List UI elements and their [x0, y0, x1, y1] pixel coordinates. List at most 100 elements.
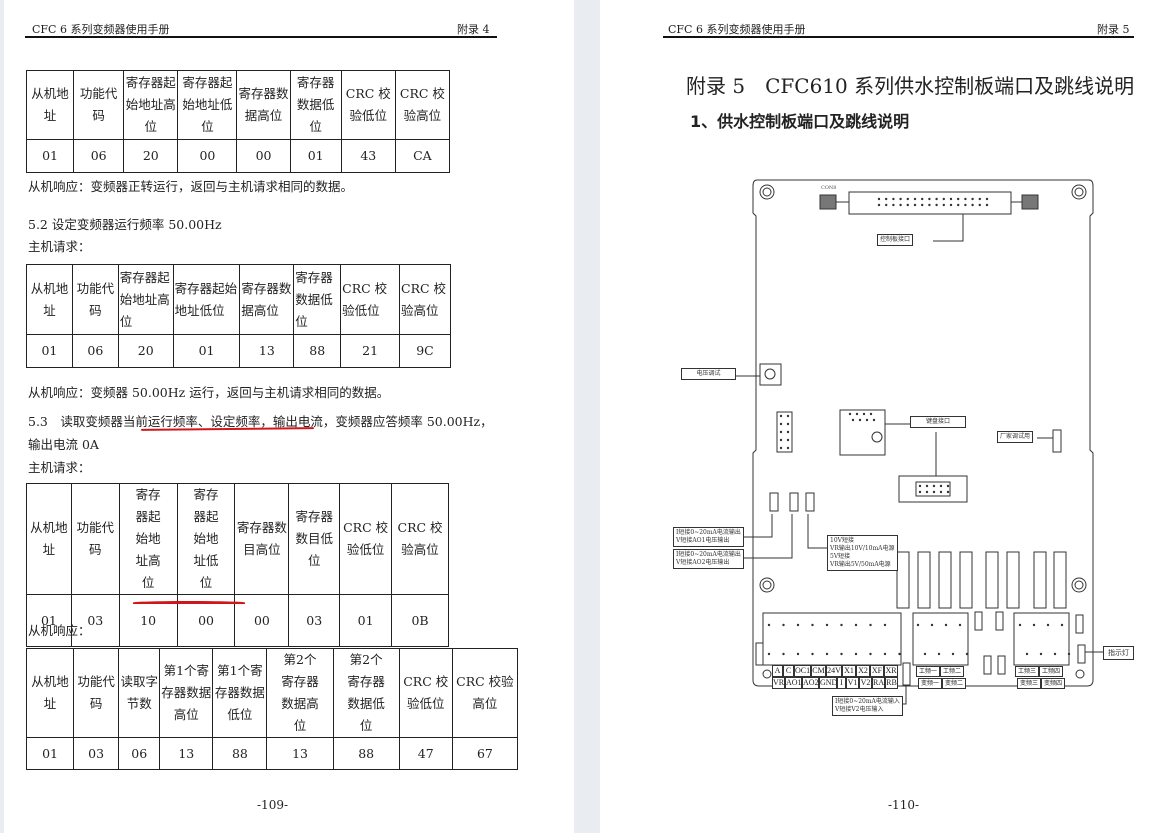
right-header-rule [663, 36, 1134, 38]
pin [971, 203, 974, 207]
pin [899, 197, 902, 201]
relay [985, 551, 999, 609]
right-header-title: CFC 6 系列变频器使用手册 [668, 23, 806, 36]
pin [779, 414, 783, 418]
td: 9C [399, 334, 451, 368]
td: CA [394, 139, 451, 173]
pin [918, 484, 922, 488]
relay-label: 工频二 [940, 666, 965, 677]
pin [786, 430, 790, 434]
pin [946, 490, 950, 494]
section-5-3-cont: 输出电流 0A [28, 437, 99, 452]
note-line: V短接AO2电压输出 [676, 559, 730, 566]
th: 寄存器数据高位 [236, 70, 291, 140]
table-row: 01 06 20 01 13 88 21 9C [26, 334, 451, 368]
pin [869, 412, 873, 416]
terminal: X2 [856, 665, 870, 677]
right-page [600, 0, 1154, 833]
td: 01 [25, 737, 75, 770]
pin [855, 412, 859, 416]
relay-label: 变频三 [1017, 678, 1042, 689]
th: CRC 校验低位 [339, 483, 393, 595]
terminal: I [837, 677, 846, 689]
pin [957, 203, 960, 207]
pin [928, 197, 931, 201]
pin [932, 484, 936, 488]
pin [779, 438, 783, 442]
pin [786, 414, 790, 418]
td: 01 [25, 139, 75, 173]
th: CRC 校验低位 [340, 264, 401, 335]
terminal: RA [872, 677, 885, 689]
pin [892, 203, 895, 207]
th: CRC 校验高位 [399, 264, 451, 335]
pin [1067, 652, 1071, 656]
relay [1053, 551, 1067, 609]
con8-label: CON8 [821, 185, 837, 191]
pin [957, 197, 960, 201]
relay-labels-bottom: 变频一 变频二 [918, 678, 967, 689]
note-line: 10V短接 [830, 537, 854, 544]
pin [978, 203, 981, 207]
relay-label: 工频一 [916, 666, 941, 677]
td: 88 [212, 737, 268, 770]
indicator-label: 指示灯 [1103, 646, 1134, 660]
th: CRC 校验低位 [340, 70, 396, 140]
table-header-row: 从机地址 功能代码 读取字节数 第1个寄存器数据高位 第1个寄存器数据低位 第2… [25, 648, 519, 738]
pin [767, 652, 771, 656]
th: CRC 校验高位 [451, 648, 519, 738]
pin [892, 197, 895, 201]
pin [877, 203, 881, 207]
pin [1025, 652, 1029, 656]
pin [796, 623, 800, 627]
td: 20 [123, 139, 179, 173]
table-row: 01 03 06 13 88 13 88 47 67 [25, 737, 519, 770]
td: 01 [289, 139, 342, 173]
pin [885, 197, 888, 201]
terminal: AO2 [802, 677, 819, 689]
td: 13 [159, 737, 214, 770]
td: 01 [26, 594, 72, 647]
pin [946, 484, 950, 488]
table-row: 01 03 10 00 00 03 01 0B [26, 594, 449, 647]
relay-label: 变频二 [942, 678, 967, 689]
pin [796, 652, 800, 656]
pin [913, 197, 917, 201]
pin [935, 197, 938, 201]
pin [883, 623, 887, 627]
control-board-port-label: 控制板接口 [877, 234, 914, 246]
pin [985, 197, 989, 201]
td: 01 [172, 334, 241, 368]
td: 06 [118, 737, 161, 770]
pin [767, 623, 771, 627]
pin [949, 203, 953, 207]
note-line: VR输出5V/50mA电源 [830, 561, 891, 568]
pin [811, 652, 814, 656]
pin [951, 652, 955, 656]
pin [925, 484, 929, 488]
th: 寄存器起始地址低位 [176, 483, 236, 595]
table-header-row: 从机地址 功能代码 寄存器起始地址高位 寄存器起始地址低位 寄存器数目高位 寄存… [26, 483, 449, 595]
terminal: X1 [842, 665, 856, 677]
relay [938, 551, 952, 609]
relay-labels-top-2: 工频三 工频四 [1015, 666, 1064, 677]
pin [964, 203, 967, 207]
th: 功能代码 [73, 70, 125, 140]
th: 功能代码 [71, 264, 119, 335]
pin [944, 623, 948, 627]
pin [782, 623, 785, 627]
table-read-request: 从机地址 功能代码 寄存器起始地址高位 寄存器起始地址低位 寄存器数目高位 寄存… [26, 483, 449, 647]
pin [937, 652, 941, 656]
pin [958, 623, 962, 627]
td: 00 [177, 139, 238, 173]
th: 寄存器数目低位 [288, 483, 341, 595]
pin [885, 203, 888, 207]
pin [877, 197, 881, 201]
th: 读取字节数 [118, 648, 161, 738]
pin [858, 418, 862, 422]
pin [965, 652, 969, 656]
pin [906, 203, 909, 207]
pin [1046, 623, 1050, 627]
terminal: RB [885, 677, 898, 689]
table-write-run: 从机地址 功能代码 寄存器起始地址高位 寄存器起始地址低位 寄存器数据高位 寄存… [25, 70, 451, 173]
